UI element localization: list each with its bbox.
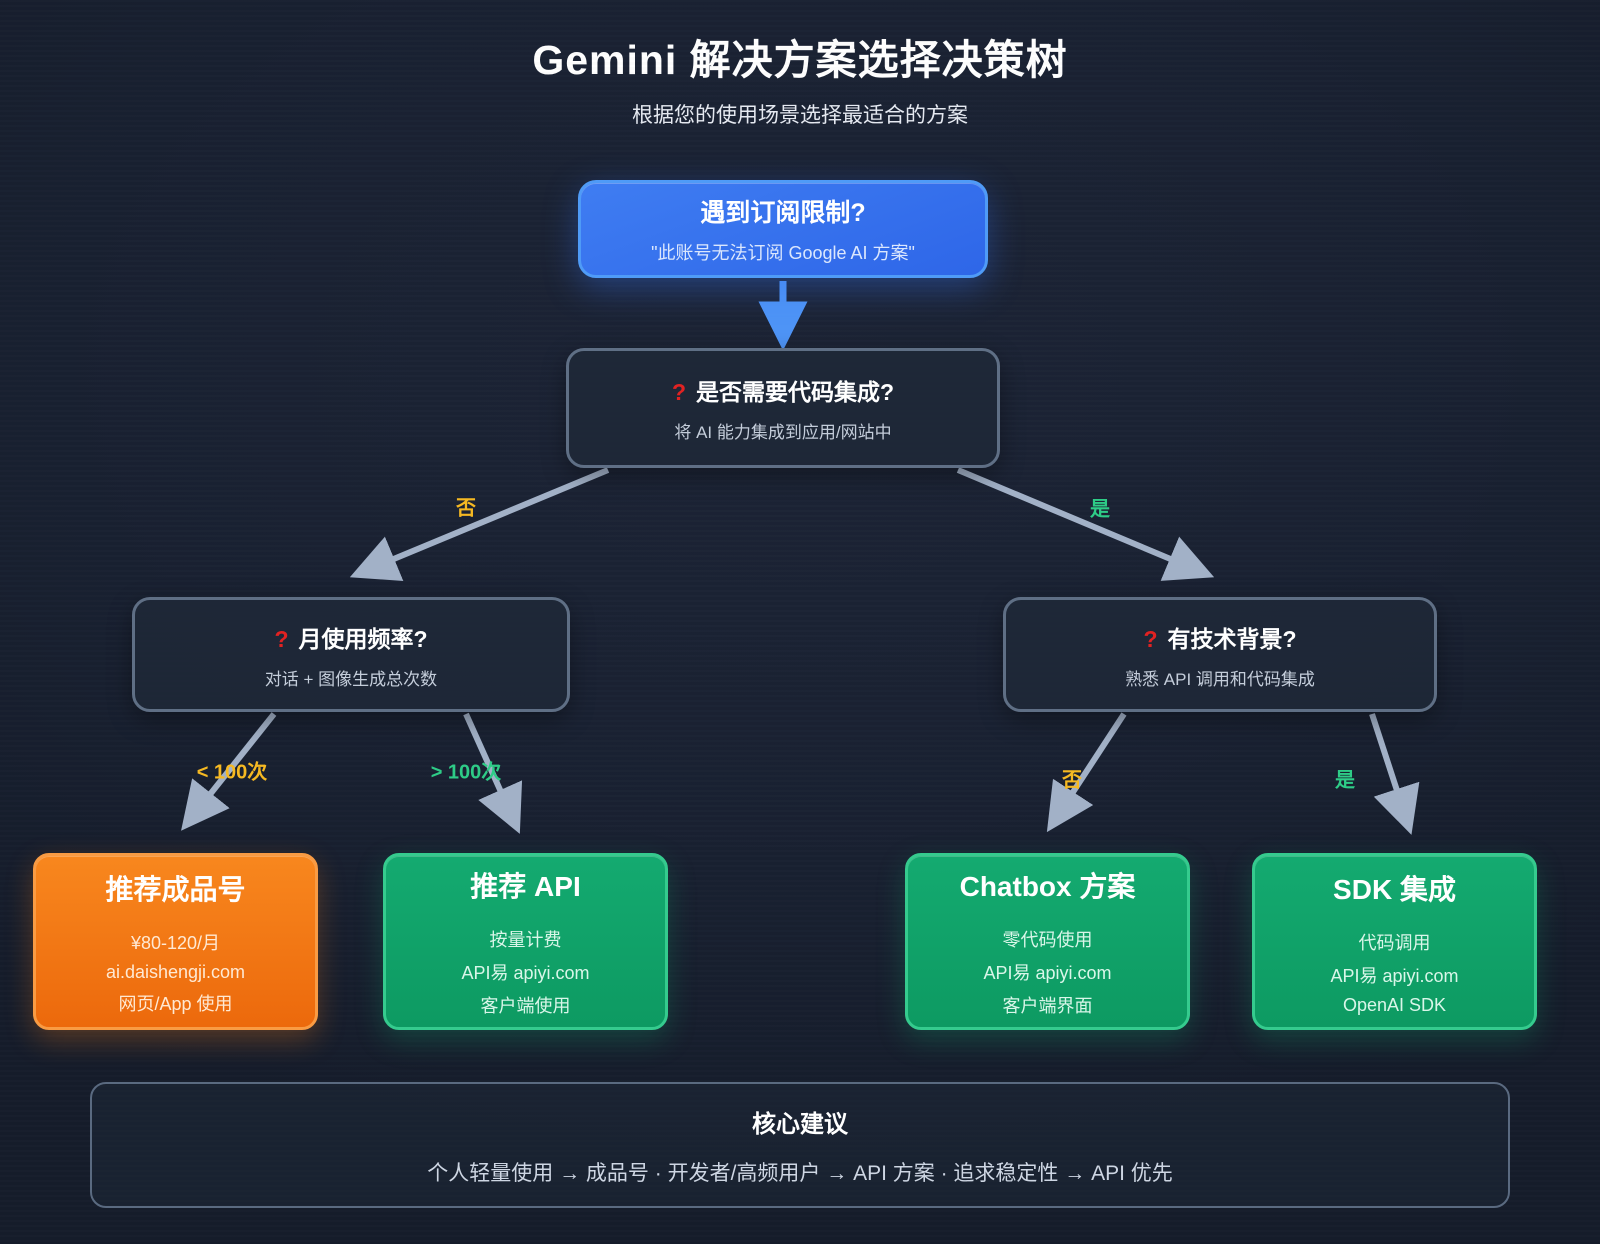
leaf-sdk-integration-title: SDK 集成	[1333, 873, 1456, 905]
node-code-integration-subtitle: 将 AI 能力集成到应用/网站中	[674, 423, 892, 442]
leaf-chatbox-plan: Chatbox 方案 零代码使用 API易 apiyi.com 客户端界面	[905, 853, 1190, 1030]
leaf-recommended-account: 推荐成品号 ¥80-120/月 ai.daishengji.com 网页/App…	[33, 853, 318, 1030]
leaf-sdk-integration: SDK 集成 代码调用 API易 apiyi.com OpenAI SDK	[1252, 853, 1537, 1030]
edge-code-yes	[956, 467, 1215, 581]
leaf-recommended-account-usage: 网页/App 使用	[118, 993, 233, 1014]
leaf-chatbox-plan-site: API易 apiyi.com	[983, 963, 1112, 983]
edge-freq-lt100	[181, 712, 277, 831]
leaf-sdk-integration-feature: 代码调用	[1358, 932, 1431, 953]
leaf-chatbox-plan-feature: 零代码使用	[1002, 930, 1093, 950]
leaf-recommended-api: 推荐 API 按量计费 API易 apiyi.com 客户端使用	[383, 853, 668, 1030]
leaf-recommended-api-site: API易 apiyi.com	[461, 963, 590, 983]
node-tech-background: ? 有技术背景? 熟悉 API 调用和代码集成	[1003, 597, 1437, 712]
question-icon: ?	[1143, 625, 1158, 652]
edge-tech-no	[1046, 712, 1127, 833]
node-code-integration: ? 是否需要代码集成? 将 AI 能力集成到应用/网站中	[566, 348, 1000, 468]
edge-tech-yes	[1369, 713, 1420, 835]
node-subscription-limit-subtitle: "此账号无法订阅 Google AI 方案"	[651, 243, 915, 263]
leaf-recommended-api-title: 推荐 API	[470, 871, 581, 902]
edge-label-gt-100: > 100次	[430, 761, 502, 784]
leaf-chatbox-plan-usage: 客户端界面	[1002, 996, 1093, 1016]
leaf-recommended-account-title: 推荐成品号	[105, 873, 246, 905]
leaf-recommended-api-usage: 客户端使用	[480, 996, 571, 1016]
page-subtitle: 根据您的使用场景选择最适合的方案	[632, 104, 968, 127]
node-usage-frequency: ? 月使用频率? 对话 + 图像生成总次数	[132, 597, 570, 712]
node-code-integration-question: 是否需要代码集成?	[696, 379, 895, 405]
node-tech-background-title: ? 有技术背景?	[1143, 620, 1296, 654]
node-usage-frequency-subtitle: 对话 + 图像生成总次数	[264, 669, 438, 689]
edge-code-no	[349, 467, 610, 581]
core-advice-panel: 核心建议 个人轻量使用 → 成品号 · 开发者/高频用户 → API 方案 · …	[90, 1082, 1510, 1208]
leaf-recommended-account-price: ¥80-120/月	[130, 932, 221, 953]
page-title: Gemini 解决方案选择决策树	[532, 37, 1068, 83]
edge-label-yes-integration: 是	[1090, 498, 1110, 521]
leaf-recommended-api-billing: 按量计费	[489, 930, 562, 950]
leaf-sdk-integration-site: API易 apiyi.com	[1330, 965, 1459, 986]
leaf-chatbox-plan-title: Chatbox 方案	[959, 871, 1136, 902]
question-icon: ?	[274, 625, 289, 652]
node-usage-frequency-title: ? 月使用频率?	[274, 620, 427, 654]
edge-label-yes-tech: 是	[1335, 769, 1355, 792]
node-subscription-limit-title: 遇到订阅限制?	[700, 199, 866, 227]
edge-freq-gt100	[463, 712, 523, 834]
leaf-recommended-account-site: ai.daishengji.com	[105, 961, 246, 982]
core-advice-title: 核心建议	[752, 1110, 848, 1138]
core-advice-text: 个人轻量使用 → 成品号 · 开发者/高频用户 → API 方案 · 追求稳定性…	[427, 1161, 1173, 1185]
node-tech-background-subtitle: 熟悉 API 调用和代码集成	[1125, 669, 1315, 689]
edge-label-lt-100: < 100次	[196, 761, 268, 784]
edge-label-no-tech: 否	[1062, 769, 1082, 792]
node-subscription-limit: 遇到订阅限制? "此账号无法订阅 Google AI 方案"	[578, 180, 988, 278]
question-icon: ?	[671, 379, 686, 405]
leaf-sdk-integration-usage: OpenAI SDK	[1342, 994, 1447, 1015]
edge-label-no-integration: 否	[456, 497, 476, 520]
node-usage-frequency-question: 月使用频率?	[298, 625, 428, 652]
node-tech-background-question: 有技术背景?	[1167, 625, 1297, 652]
node-code-integration-title: ? 是否需要代码集成?	[672, 373, 894, 407]
